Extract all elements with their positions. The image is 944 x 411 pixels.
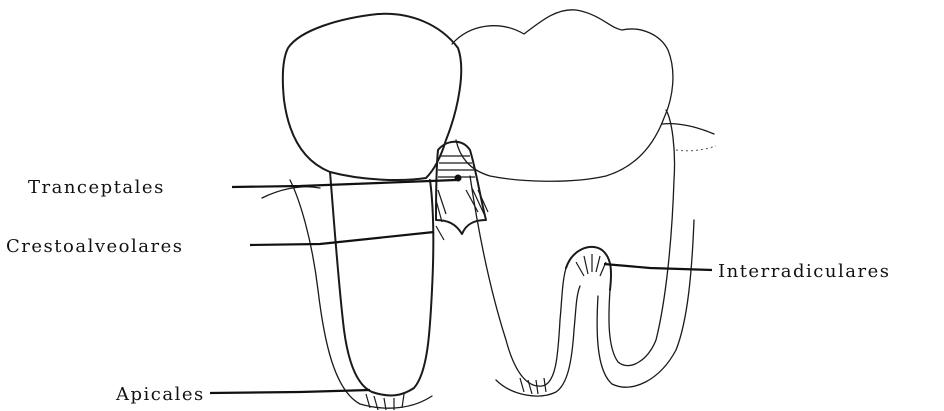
apicales-leader xyxy=(210,390,370,393)
crestoalveolares-leader xyxy=(250,232,434,245)
right-tooth-crown xyxy=(452,10,673,181)
right-tooth xyxy=(452,10,716,396)
right-alveolar-outline xyxy=(496,286,580,396)
right-tooth-mesial-root xyxy=(470,176,566,386)
tranceptales-leader xyxy=(232,180,456,187)
left-alveolar-outline xyxy=(290,180,432,408)
interradiculares-leader xyxy=(604,264,712,270)
right-gingiva-faint xyxy=(676,146,716,151)
left-tooth-crown xyxy=(283,14,461,180)
label-crestoalveolares: Crestoalveolares xyxy=(6,236,183,257)
interdental-septum xyxy=(436,142,488,240)
right-alveolar-outline-distal xyxy=(597,220,694,387)
label-interradiculares: Interradiculares xyxy=(718,261,890,282)
label-tranceptales: Tranceptales xyxy=(28,177,165,198)
right-tooth-furcation xyxy=(566,247,611,290)
left-tooth-root xyxy=(330,172,433,395)
leader-lines xyxy=(210,180,712,393)
right-tooth-distal-root xyxy=(609,110,675,366)
right-gingiva xyxy=(662,124,714,134)
left-gingiva xyxy=(262,187,320,198)
label-apicales: Apicales xyxy=(115,384,205,405)
left-tooth xyxy=(262,14,461,408)
interradicular-fibres xyxy=(576,254,606,276)
